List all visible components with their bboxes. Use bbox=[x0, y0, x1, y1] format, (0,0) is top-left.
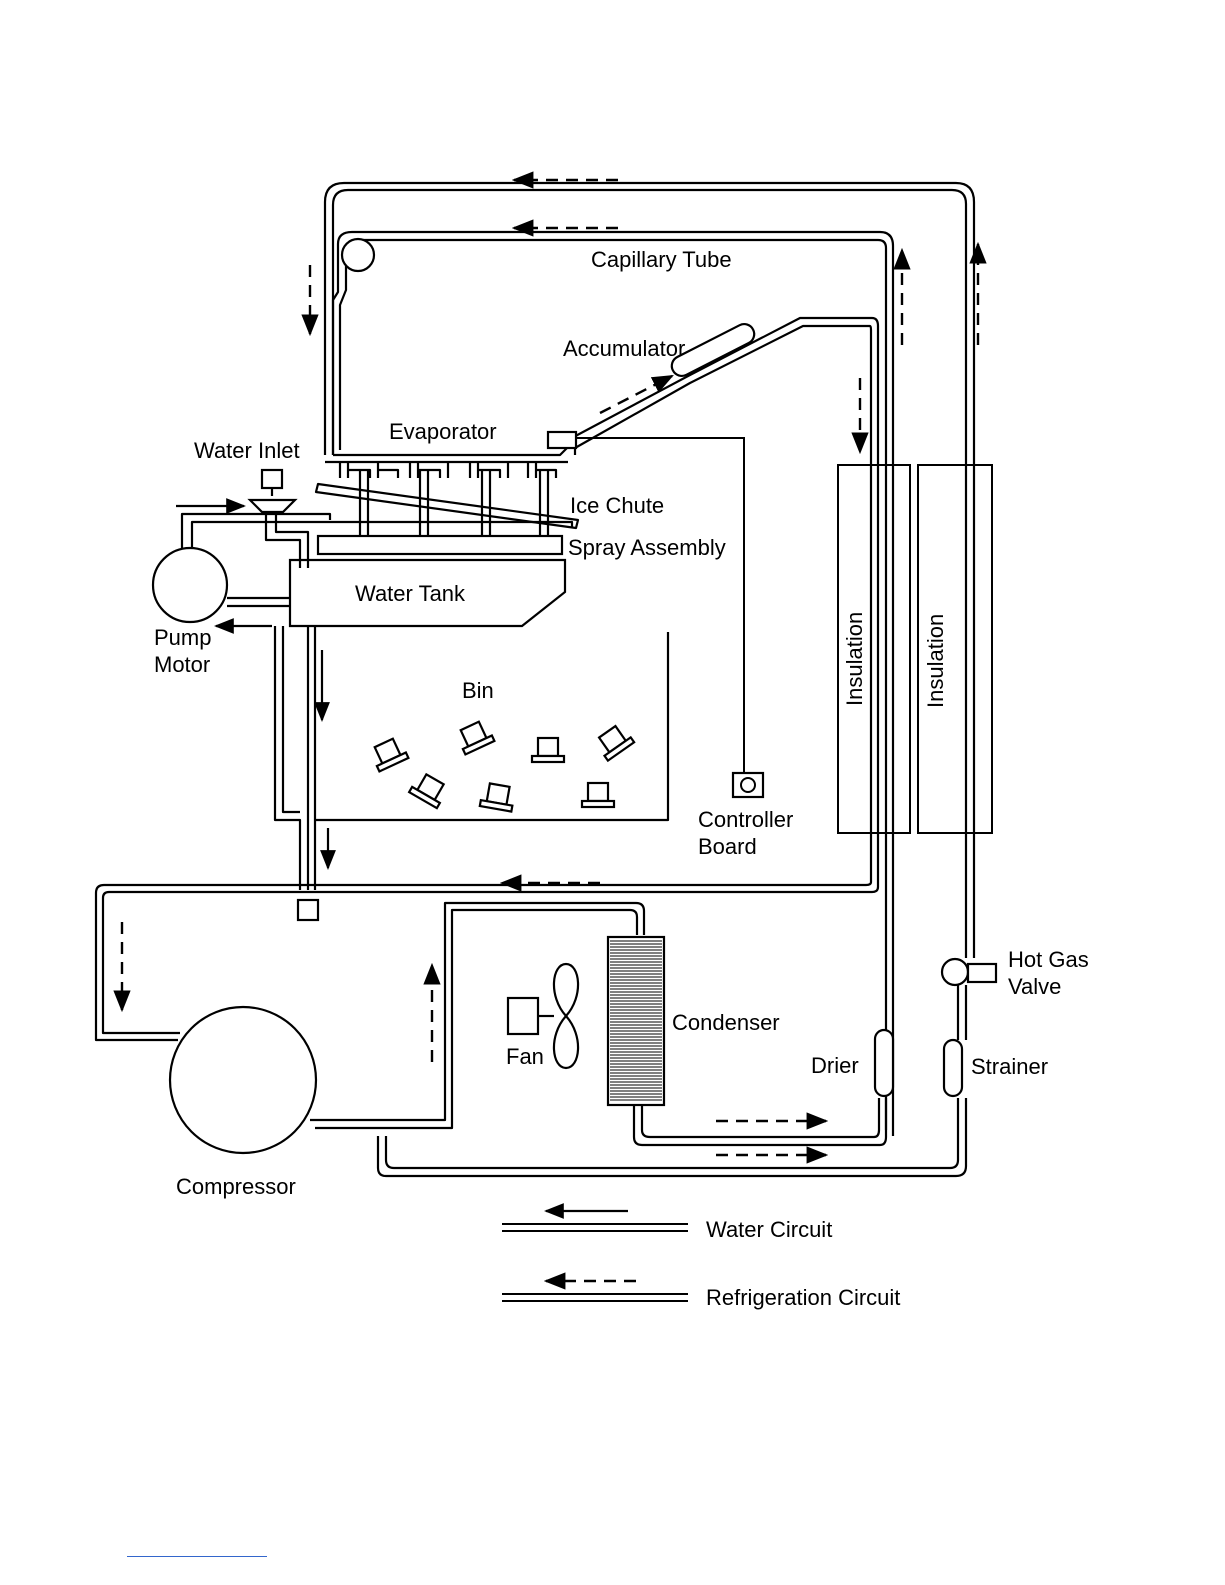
footer-rule bbox=[127, 1556, 267, 1557]
ice-chute-label: Ice Chute bbox=[570, 493, 664, 518]
legend-water-circuit: Water Circuit bbox=[502, 1211, 832, 1242]
spray-assembly-label: Spray Assembly bbox=[568, 535, 726, 560]
pump-motor-label-line1: Pump bbox=[154, 625, 211, 650]
evaporator-plates bbox=[340, 462, 556, 478]
drier-label: Drier bbox=[811, 1053, 859, 1078]
water-tank-label: Water Tank bbox=[355, 581, 466, 606]
hot-gas-valve-label-line1: Hot Gas bbox=[1008, 947, 1089, 972]
controller-board-label-line1: Controller bbox=[698, 807, 793, 832]
strainer-label: Strainer bbox=[971, 1054, 1048, 1079]
condenser bbox=[608, 937, 886, 1145]
legend-water-circuit-label: Water Circuit bbox=[706, 1217, 832, 1242]
insulation-label-2: Insulation bbox=[923, 614, 948, 708]
controller-board-label-line2: Board bbox=[698, 834, 757, 859]
strainer bbox=[944, 1040, 962, 1096]
bin bbox=[275, 626, 668, 920]
bin-label: Bin bbox=[462, 678, 494, 703]
legend-refrigeration-circuit-label: Refrigeration Circuit bbox=[706, 1285, 900, 1310]
insulation-label-1: Insulation bbox=[842, 612, 867, 706]
capillary-tube-label: Capillary Tube bbox=[591, 247, 732, 272]
compressor-label: Compressor bbox=[176, 1174, 296, 1199]
accumulator-label: Accumulator bbox=[563, 336, 685, 361]
hot-gas-valve bbox=[942, 959, 996, 1040]
hot-gas-valve-label-line2: Valve bbox=[1008, 974, 1061, 999]
ice-cubes bbox=[369, 719, 634, 811]
pump-motor-label-line2: Motor bbox=[154, 652, 210, 677]
condenser-label: Condenser bbox=[672, 1010, 780, 1035]
fan-label: Fan bbox=[506, 1044, 544, 1069]
water-inlet-label: Water Inlet bbox=[194, 438, 300, 463]
drier bbox=[875, 1030, 893, 1096]
legend: Water Circuit Refrigeration Circuit bbox=[502, 1211, 900, 1310]
legend-refrigeration-circuit: Refrigeration Circuit bbox=[502, 1281, 900, 1310]
evaporator-label: Evaporator bbox=[389, 419, 497, 444]
